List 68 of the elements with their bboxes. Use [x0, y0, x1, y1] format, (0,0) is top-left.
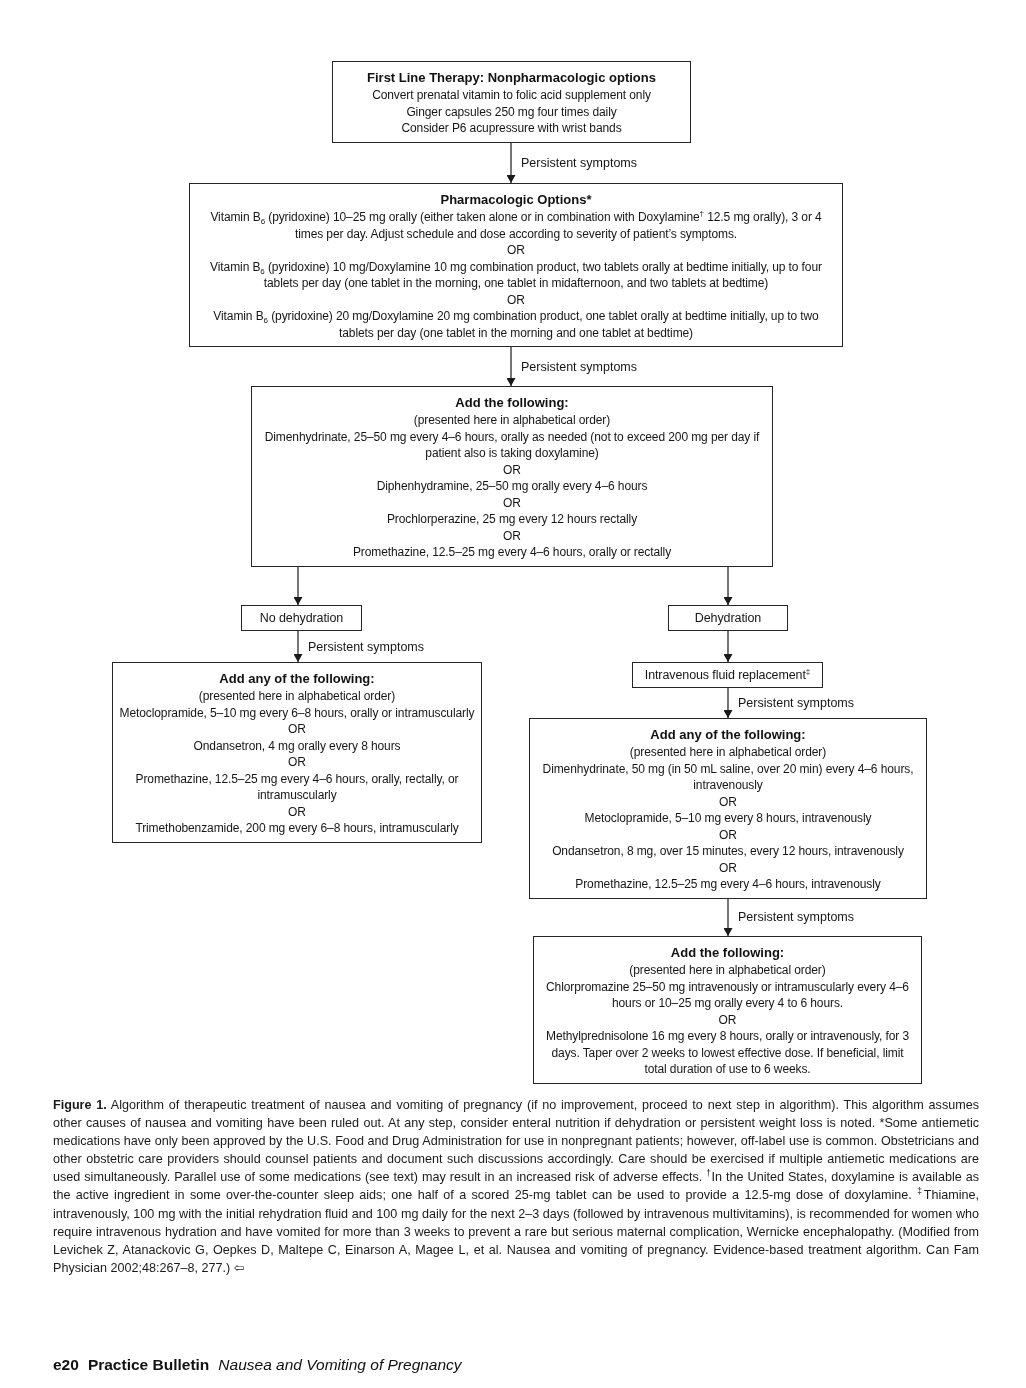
- box-text: Vitamin B$_{6}$ (pyridoxine) 10–25 mg orally (either taken alone or in combination with Doxylamine$^{†}$ 12.5 mg orally), 3 or 4 times per day. Adjust schedule and dose according to severity of patient’s symptoms.: [209, 209, 823, 242]
- arrow: [293, 630, 303, 663]
- box-label: No dehydration: [258, 610, 345, 627]
- figure-caption: Figure 1. Algorithm of therapeutic treatment of nausea and vomiting of pregnancy (if no improvement, proceed to next step in algorithm). This algorithm assumes other causes of nausea and vomiting have been ruled out. At any step, consider enteral nutrition if dehydration or persistent weight loss is noted. *Some antiemetic medications have only been approved by the U.S. Food and Drug Administration for use in nonpregnant patients; however, off-label use is common. Obstetricians and other obstetric care providers should counsel patients and document such discussions accordingly. Care should be exercised if multiple antiemetic medications are used simultaneously. Parallel use of some medications (see text) may result in an increased risk of adverse effects. $^{†}$In the United States, doxylamine is available as the active ingredient in some over-the-counter sleep aids; one half of a scored 25-mg tablet can be used to provide a 12.5-mg dose of doxylamine. $^{‡}$Thiamine, intravenously, 100 mg with the initial rehydration fluid and 100 mg daily for the next 2–3 days (followed by intravenous multivitamins), is recommended for women who require intravenous hydration and have vomited for more than 3 weeks to prevent a rare but serious maternal complication, Wernicke encephalopathy. (Modified from Levichek Z, Atanackovic G, Oepkes D, Maltepe C, Einarson A, Magee L, et al. Nausea and vomiting of pregnancy. Evidence-based treatment algorithm. Can Fam Physician 2002;48:267–8, 277.) ⇦: [53, 1097, 979, 1277]
- box-text: Ondansetron, 4 mg orally every 8 hours: [192, 737, 402, 754]
- box-heading: Add any of the following:: [218, 670, 376, 688]
- arrow: [293, 565, 303, 606]
- box-text: Methylprednisolone 16 mg every 8 hours, orally or intravenously, for 3 days. Taper over 2 weeks to lowest effective dose. If beneficial, limit total duration of use to 6 weeks.: [545, 1028, 910, 1078]
- box-text: OR: [502, 494, 522, 511]
- box-text: OR: [717, 1011, 738, 1028]
- box-text: OR: [718, 826, 738, 843]
- box-text: Ginger capsules 250 mg four times daily: [405, 103, 618, 120]
- arrow: [723, 630, 733, 663]
- condition-box: [668, 605, 788, 631]
- box-text: Promethazine, 12.5–25 mg every 4–6 hours, intravenously: [574, 876, 882, 893]
- box-text: Dimenhydrinate, 50 mg (in 50 mL saline, over 20 min) every 4–6 hours, intravenously: [541, 760, 915, 794]
- box-text: Ondansetron, 8 mg, over 15 minutes, every 12 hours, intravenously: [551, 843, 905, 860]
- arrow: [506, 141, 516, 184]
- condition-box: [241, 605, 362, 631]
- box-text: Consider P6 acupressure with wrist bands: [400, 120, 623, 137]
- box-text: Vitamin B$_{6}$ (pyridoxine) 10 mg/Doxylamine 10 mg combination product, two tablets orally at bedtime initially, up to four tablets per day (one tablet in the morning, one tablet in midafternoon, and two tablets at bedtime): [209, 258, 823, 292]
- box-text: Metoclopramide, 5–10 mg every 6–8 hours, orally or intramuscularly: [119, 704, 475, 721]
- edge-label: Persistent symptoms: [738, 909, 854, 926]
- process-box: [632, 662, 823, 688]
- box-text: Chlorpromazine 25–50 mg intravenously or intramuscularly every 4–6 hours or 10–25 mg orally every 4 to 6 hours.: [545, 978, 910, 1012]
- box-text: OR: [506, 242, 526, 259]
- process-box: [251, 386, 773, 567]
- box-text: OR: [502, 527, 522, 544]
- box-text: Prochlorperazine, 25 mg every 12 hours rectally: [385, 511, 639, 528]
- box-label: Intravenous fluid replacement$^{‡}$: [643, 667, 812, 684]
- arrow: [506, 346, 516, 387]
- arrow: [723, 897, 733, 937]
- page-number: e20: [53, 1355, 79, 1375]
- box-heading: Pharmacologic Options*: [439, 191, 593, 209]
- box-text: Metoclopramide, 5–10 mg every 8 hours, intravenously: [583, 810, 873, 827]
- box-text: OR: [287, 803, 307, 820]
- box-text: Trimethobenzamide, 200 mg every 6–8 hours, intramuscularly: [134, 820, 460, 837]
- box-text: OR: [718, 793, 738, 810]
- box-text: (presented here in alphabetical order): [628, 962, 827, 979]
- arrow: [723, 565, 733, 606]
- process-box: [189, 183, 843, 347]
- box-text: OR: [718, 859, 738, 876]
- series-title: Practice Bulletin: [87, 1355, 210, 1375]
- box-text: Promethazine, 12.5–25 mg every 4–6 hours, orally, rectally, or intramuscularly: [134, 770, 460, 804]
- box-text: (presented here in alphabetical order): [412, 412, 612, 429]
- edge-label: Persistent symptoms: [738, 695, 854, 711]
- box-label: Dehydration: [693, 610, 763, 627]
- box-text: OR: [287, 721, 307, 738]
- box-heading: Add any of the following:: [649, 726, 807, 744]
- box-text: Diphenhydramine, 25–50 mg orally every 4–6 hours: [375, 478, 649, 495]
- box-text: (presented here in alphabetical order): [628, 744, 828, 761]
- arrow: [723, 687, 733, 719]
- process-box: [529, 718, 927, 899]
- box-text: OR: [287, 754, 307, 771]
- box-text: (presented here in alphabetical order): [197, 688, 397, 705]
- box-text: Convert prenatal vitamin to folic acid supplement only: [371, 87, 652, 104]
- box-text: Promethazine, 12.5–25 mg every 4–6 hours, orally or rectally: [351, 544, 673, 561]
- box-text: Vitamin B$_{6}$ (pyridoxine) 20 mg/Doxylamine 20 mg combination product, one tablet orally at bedtime initially, up to two tablets per day (one tablet in the morning and one tablet at bedtime): [212, 308, 820, 341]
- box-text: OR: [506, 291, 526, 308]
- box-heading: Add the following:: [454, 394, 570, 412]
- box-text: Dimenhydrinate, 25–50 mg every 4–6 hours, orally as needed (not to exceed 200 mg per day if patient also is taking doxylamine): [263, 428, 761, 462]
- process-box: [533, 936, 922, 1084]
- process-box: [112, 662, 482, 843]
- process-box: [332, 61, 691, 143]
- box-heading: First Line Therapy: Nonpharmacologic options: [366, 69, 657, 87]
- article-title: Nausea and Vomiting of Pregnancy: [218, 1355, 462, 1375]
- box-text: OR: [502, 461, 522, 478]
- box-heading: Add the following:: [669, 944, 786, 962]
